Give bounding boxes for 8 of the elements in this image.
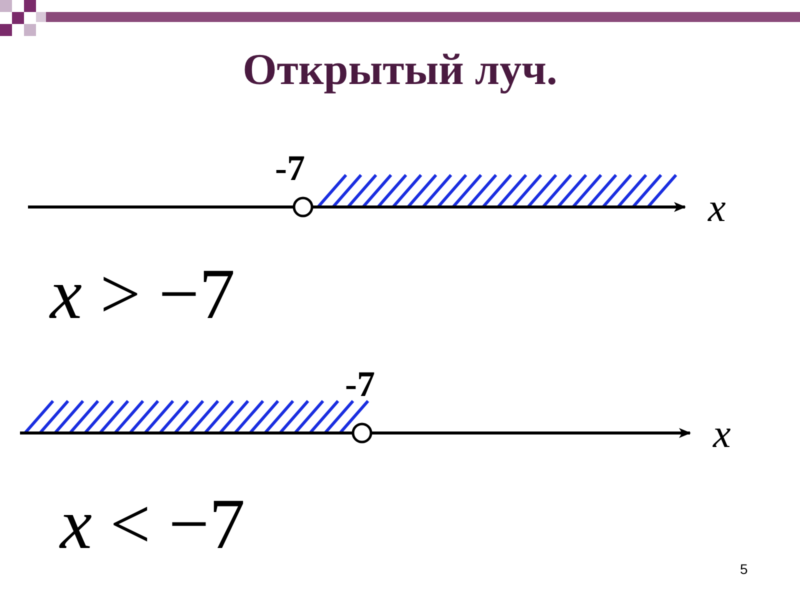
axis-label: x	[713, 414, 731, 454]
slide-title: Открытый луч.	[242, 48, 558, 92]
point-label: -7	[275, 150, 305, 186]
inequality: x < −7	[60, 488, 246, 560]
inequality: x > −7	[50, 258, 236, 330]
axis-label: x	[708, 188, 726, 228]
point-label: -7	[345, 366, 375, 402]
page-number: 5	[740, 562, 748, 576]
